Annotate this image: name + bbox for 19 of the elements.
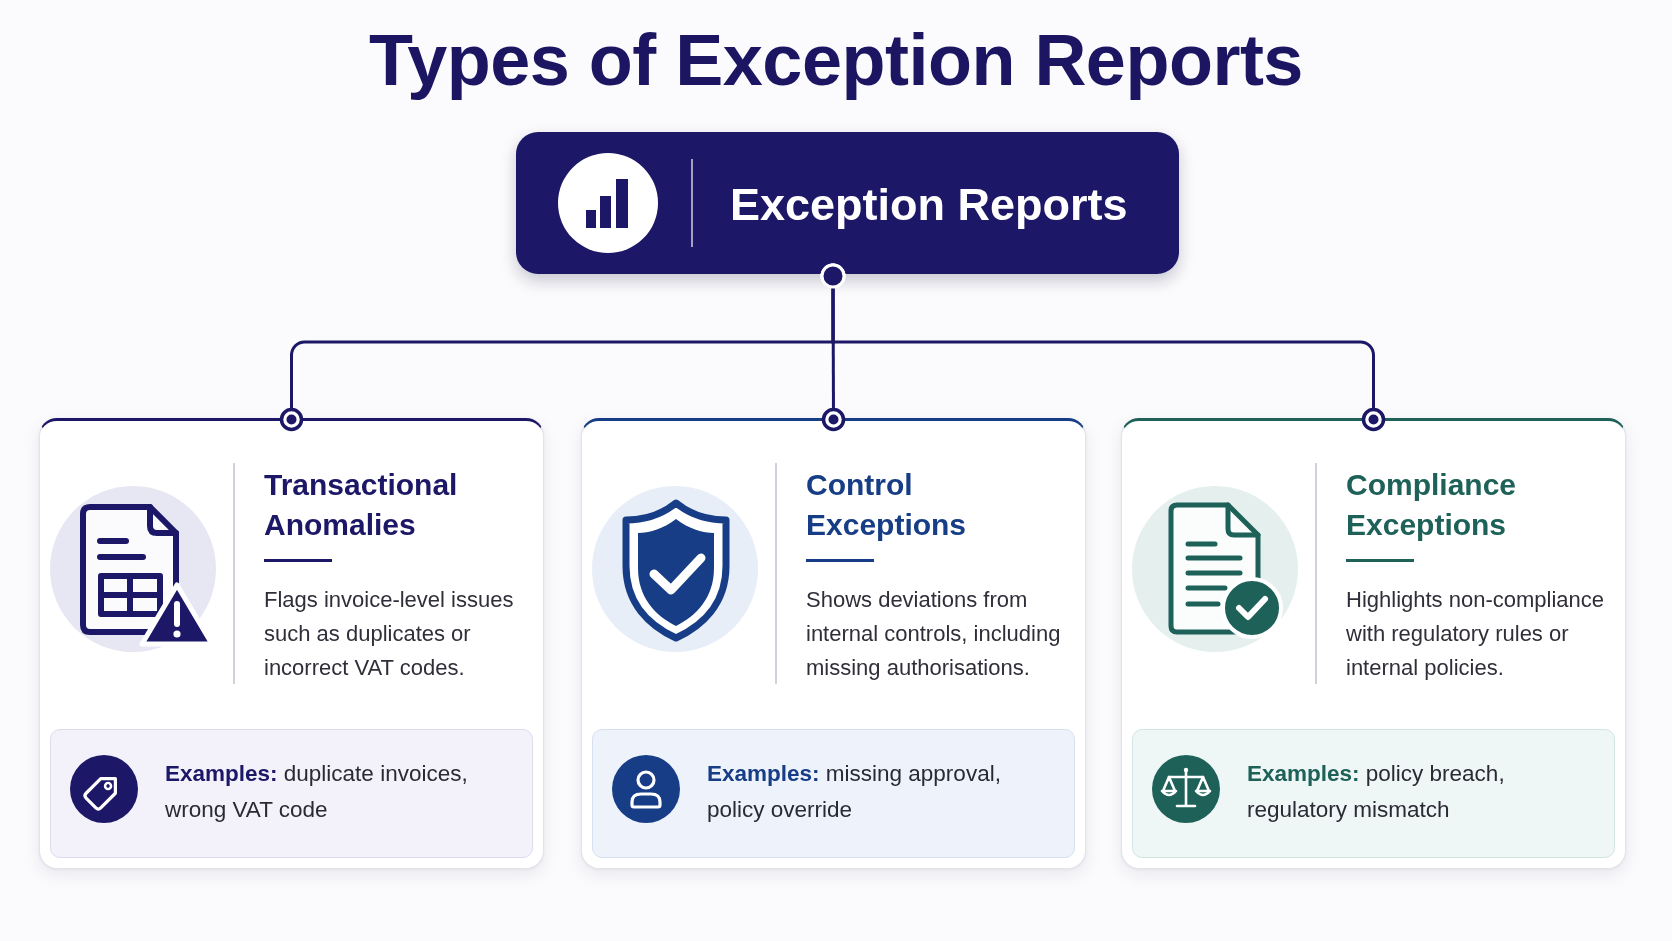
root-box (516, 132, 1179, 274)
card-heading: Compliance Exceptions (1346, 467, 1518, 543)
root-label: Exception Reports (730, 178, 1128, 232)
examples-panel (592, 729, 1075, 858)
examples-text: Examples: duplicate invoices, wrong VAT code (165, 760, 469, 824)
category-card (39, 418, 544, 869)
examples-panel (50, 729, 533, 858)
card-heading: Control Exceptions (806, 467, 968, 543)
card-heading: Transactional Anomalies (264, 467, 459, 543)
diagram-title: Types of Exception Reports (369, 19, 1303, 102)
connector-line (820, 263, 1386, 432)
examples-text: Examples: missing approval, policy override (707, 760, 1002, 824)
card-description: Shows deviations from internal controls, including missing authorisations. (806, 586, 1062, 682)
card-description: Flags invoice-level issues such as duplicates or incorrect VAT codes. (264, 586, 515, 682)
category-card (581, 418, 1086, 869)
examples-panel (1132, 729, 1615, 858)
card-description: Highlights non-compliance with regulatory rules or internal policies. (1346, 586, 1606, 682)
examples-text: Examples: policy breach, regulatory mismatch (1247, 760, 1506, 824)
category-card (1121, 418, 1626, 869)
